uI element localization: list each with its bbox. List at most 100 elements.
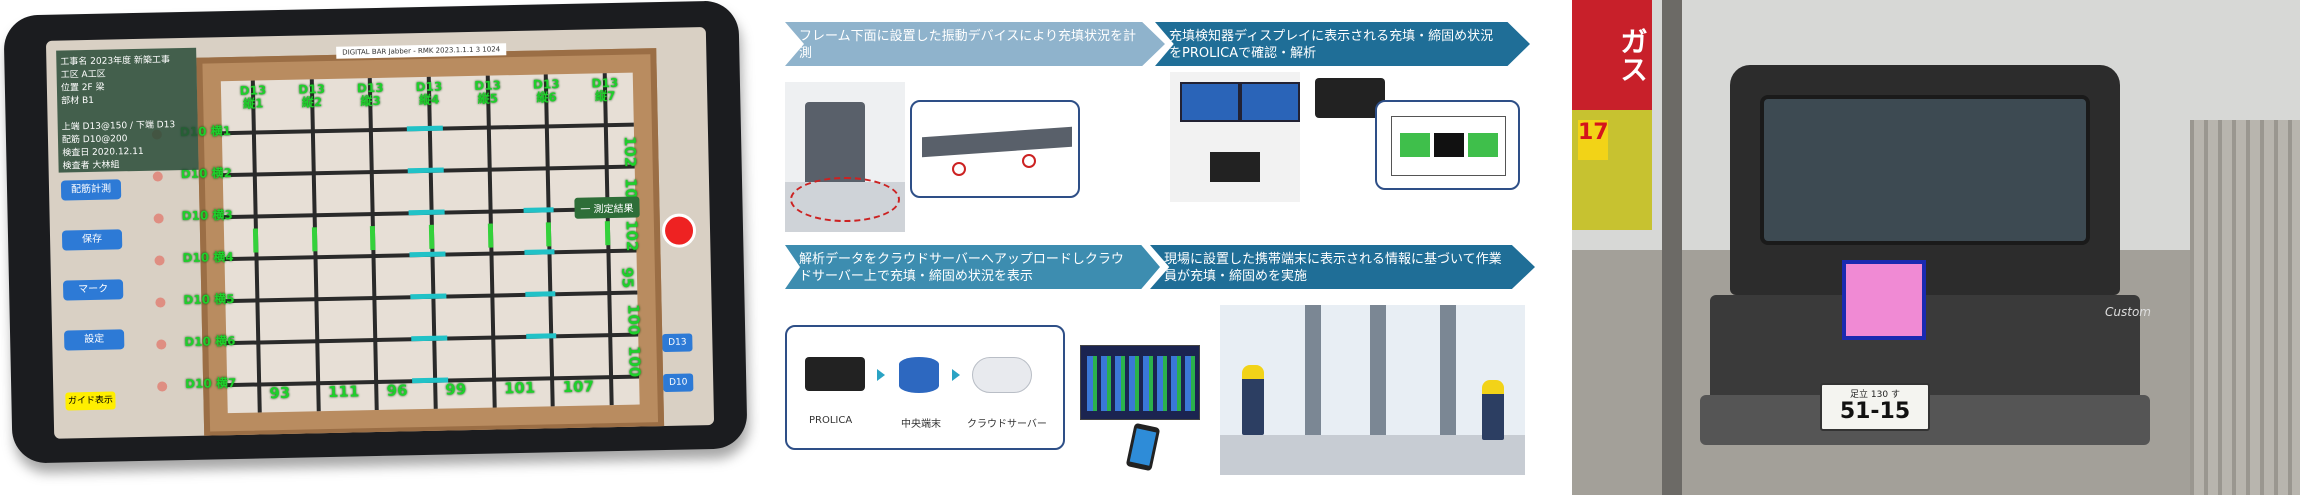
step2-text: 充填検知器ディスプレイに表示される充填・締固め状況をPROLICAで確認・解析 <box>1169 29 1494 61</box>
data-flow-box: PROLICA 中央端末 クラウドサーバー <box>785 325 1065 450</box>
spacing-value: 102 <box>622 219 642 252</box>
prolica-label: PROLICA <box>809 415 853 426</box>
spacing-value: 107 <box>562 377 595 397</box>
database-icon <box>899 357 939 393</box>
equipment-photo <box>1170 72 1300 202</box>
display-closeup <box>1375 100 1520 190</box>
marker-dot <box>153 213 164 224</box>
measure-segment <box>411 335 448 342</box>
beam-closeup <box>910 100 1080 198</box>
measure-segment <box>526 333 557 339</box>
horizontal-bar-label: D10 横7 <box>184 375 237 392</box>
horizontal-bar-label: D10 横6 <box>184 333 236 350</box>
measure-segment <box>412 377 449 384</box>
guide-button[interactable]: ガイド表示 <box>65 391 116 411</box>
step4-text: 現場に設置した携帯端末に表示される情報に基づいて作業員が充填・締固めを実施 <box>1164 252 1502 284</box>
spacing-value: 102 <box>620 135 640 168</box>
worker-figure <box>1242 365 1264 435</box>
d10-button[interactable]: D10 <box>663 373 694 393</box>
spacing-value: 100 <box>624 303 643 336</box>
vertical-bar-label: D13 縦6 <box>532 77 560 105</box>
spacing-value: 111 <box>327 382 360 402</box>
step3-arrow: 解析データをクラウドサーバーへアップロードしクラウドサーバー上で充填・締固め状況… <box>785 245 1160 289</box>
flow-arrow-icon <box>877 369 885 381</box>
marker-dot <box>154 255 165 266</box>
marker-dot <box>156 339 167 350</box>
fence <box>2190 120 2300 495</box>
truck: Custom 足立 130 す 51-15 <box>1700 65 2151 455</box>
marker-dot <box>157 381 168 392</box>
measure-button[interactable]: 配筋計測 <box>60 179 122 201</box>
vertical-bar-label: D13 縦7 <box>591 75 619 104</box>
measure-segment <box>409 251 446 258</box>
info-row: 上端 D13@150 / 下端 D13 <box>61 120 176 133</box>
cloud-icon <box>972 357 1032 393</box>
record-button[interactable] <box>661 213 697 248</box>
measure-segment <box>523 207 554 213</box>
vertical-bar-label: D13 縦3 <box>356 80 384 109</box>
spacing-value: 99 <box>445 380 467 399</box>
spacing-value: 96 <box>386 381 408 400</box>
measure-segment <box>524 249 555 255</box>
measure-segment <box>408 209 445 216</box>
terminal-label: 中央端末 <box>901 419 941 430</box>
spacing-value: 93 <box>269 383 291 403</box>
windshield <box>1760 95 2090 245</box>
plate-region: 足立 130 す <box>1850 390 1900 400</box>
license-plate: 足立 130 す 51-15 <box>1820 383 1930 431</box>
result-badge[interactable]: 一 測定結果 <box>574 196 640 219</box>
step3-text: 解析データをクラウドサーバーへアップロードしクラウドサーバー上で充填・締固め状況… <box>799 252 1124 284</box>
store-number: 17 <box>1578 120 1609 160</box>
save-button[interactable]: 保存 <box>61 229 123 251</box>
d13-button[interactable]: D13 <box>662 333 693 353</box>
green-marker <box>546 222 552 247</box>
worker-scene <box>1220 305 1525 475</box>
marker-dot <box>152 171 163 182</box>
prolica-device <box>1315 78 1385 118</box>
horizontal-bar-label: D10 横3 <box>181 207 233 224</box>
spacing-value: 101 <box>503 378 536 398</box>
green-marker <box>252 228 259 253</box>
phone-icon <box>1125 422 1161 472</box>
vertical-bar-label: D13 縦4 <box>415 79 443 108</box>
step1-arrow: フレーム下面に設置した振動デバイスにより充填状況を計測 <box>785 22 1165 66</box>
plate-number: 51-15 <box>1839 399 1911 424</box>
spacing-value: 95 <box>618 267 637 289</box>
vertical-bar-label: D13 縦5 <box>474 78 502 106</box>
mark-button[interactable]: マーク <box>62 279 124 301</box>
marker-dot <box>155 297 166 308</box>
green-marker <box>428 224 435 249</box>
diagram-panel: フレーム下面に設置した振動デバイスにより充填状況を計測 充填検知器ディスプレイに… <box>775 0 1545 495</box>
storefront-sign: ガス 17 <box>1572 0 1652 230</box>
vertical-bar-label: D13 縦1 <box>239 83 267 111</box>
worker-figure <box>1482 380 1504 440</box>
horizontal-bar-label: D10 横4 <box>182 249 234 266</box>
custom-badge: Custom <box>2105 305 2151 319</box>
measure-segment <box>525 291 556 297</box>
green-marker <box>487 223 494 248</box>
utility-pole <box>1662 0 1682 495</box>
step1-text: フレーム下面に設置した振動デバイスにより充填状況を計測 <box>799 29 1136 61</box>
truck-photo-panel: ガス 17 Custom 足立 130 す 51-15 <box>1572 0 2300 495</box>
store-text: ガス <box>1572 0 1652 110</box>
green-marker <box>370 226 376 251</box>
step4-arrow: 現場に設置した携帯端末に表示される情報に基づいて作業員が充填・締固めを実施 <box>1150 245 1535 289</box>
settings-button[interactable]: 設定 <box>63 329 125 351</box>
dashboard-screenshot <box>1080 345 1200 420</box>
prolica-icon <box>805 357 865 391</box>
truck-cab <box>1730 65 2120 295</box>
info-row: 検査者 大林組 <box>62 160 120 172</box>
measure-segment <box>410 293 447 300</box>
measure-segment <box>407 167 444 174</box>
spacing-value: 100 <box>625 345 644 378</box>
measure-segment <box>406 125 443 132</box>
flow-arrow-icon <box>952 369 960 381</box>
privacy-mask <box>1842 260 1926 340</box>
green-marker <box>604 221 611 246</box>
horizontal-bar-label: D10 横5 <box>183 291 235 308</box>
